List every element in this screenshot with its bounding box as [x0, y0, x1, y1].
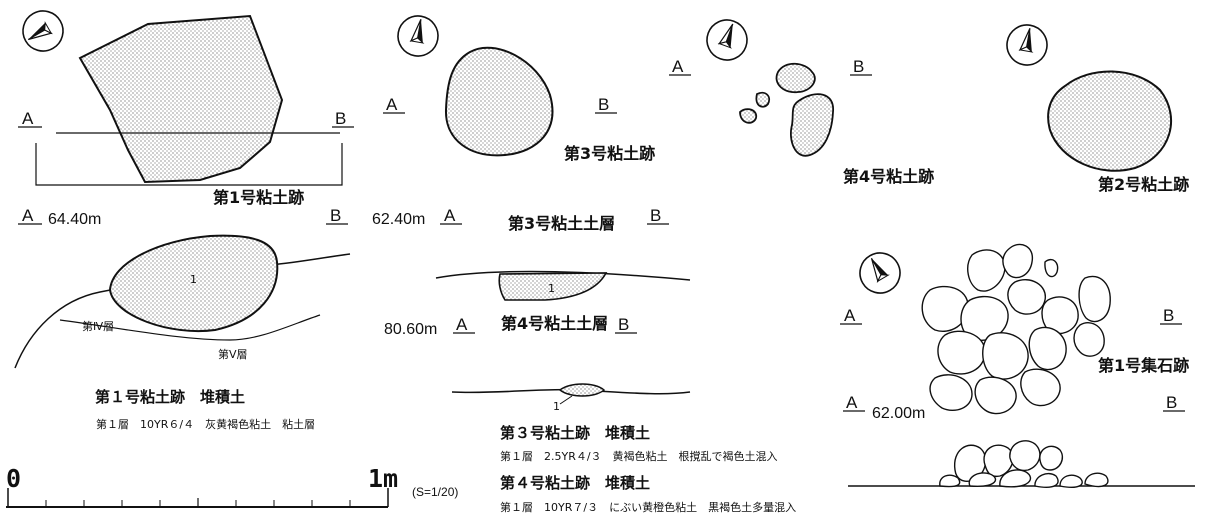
section-label-b: B	[618, 315, 630, 334]
stone-cluster-plan	[921, 243, 1111, 415]
clay-pit-2-plan	[1047, 70, 1173, 172]
section-label-b: B	[853, 57, 865, 76]
layer-name-v: 第Ⅴ層	[218, 348, 248, 361]
north-arrow-icon	[394, 12, 442, 60]
legend-title-clay-1: 第１号粘土跡 堆積土	[95, 388, 246, 406]
clay-pit-1-plan	[78, 14, 284, 184]
scale-bar	[6, 488, 389, 508]
north-arrow-icon	[14, 2, 72, 60]
legend-layer-clay-1: 第１層 10YR６/４ 灰黄褐色粘土 粘土層	[96, 418, 316, 431]
scale-ratio-label: (S=1/20)	[412, 485, 459, 499]
leader-line	[559, 395, 573, 405]
elevation-label: 64.40m	[48, 211, 102, 228]
layer-name-iv: 第Ⅳ層	[82, 320, 115, 333]
section-label-a: A	[22, 109, 34, 128]
section-label-b: B	[335, 109, 347, 128]
legend-layer-clay-4: 第１層 10YR７/３ にぶい黄橙色粘土 黒褐色土多量混入	[500, 501, 797, 514]
clay-pit-1-section	[108, 234, 279, 332]
clay-pit-3-plan	[444, 46, 554, 157]
elevation-label: 80.60m	[384, 321, 438, 338]
section-marker-underlines	[18, 74, 1185, 412]
elevation-label: 62.00m	[872, 405, 926, 422]
section-label-b: B	[1163, 306, 1175, 325]
north-arrow-icon	[700, 13, 754, 67]
layer-number: 1	[190, 273, 197, 286]
clay-pit-4-plan	[739, 62, 834, 157]
section-label-a: A	[844, 306, 856, 325]
scale-zero-label: 0	[6, 464, 22, 493]
section-label-a: A	[456, 315, 468, 334]
section-label-a: A	[672, 57, 684, 76]
feature-title-clay-1: 第1号粘土跡	[213, 188, 305, 207]
scale-one-meter-label: 1m	[368, 464, 399, 493]
legend-title-clay-3: 第３号粘土跡 堆積土	[500, 424, 651, 442]
section-title-clay-4: 第4号粘土土層	[501, 314, 609, 333]
north-arrow-icon	[1003, 21, 1051, 69]
section-label-b: B	[330, 206, 342, 225]
layer-boundary-1	[59, 314, 321, 341]
feature-title-clay-2: 第2号粘土跡	[1098, 175, 1190, 194]
feature-title-clay-4: 第4号粘土跡	[843, 167, 935, 186]
feature-title-clay-3: 第3号粘土跡	[564, 144, 656, 163]
section-label-a: A	[22, 206, 34, 225]
clay-pit-4-section	[558, 383, 606, 397]
section-label-b: B	[1166, 393, 1178, 412]
section-label-a: A	[444, 206, 456, 225]
clay-pit-3-section	[498, 272, 608, 301]
section-title-clay-3: 第3号粘土土層	[508, 214, 616, 233]
feature-title-stones-1: 第1号集石跡	[1098, 356, 1190, 375]
layer-number: 1	[553, 400, 560, 413]
section-label-b: B	[598, 95, 610, 114]
elevation-label: 62.40m	[372, 211, 426, 228]
legend-layer-clay-3: 第１層 2.5YR４/３ 黄褐色粘土 根撹乱で褐色土混入	[500, 450, 778, 463]
section-label-a: A	[846, 393, 858, 412]
north-arrow-icon	[851, 244, 909, 302]
ground-line-3	[435, 270, 691, 281]
legend-title-clay-4: 第４号粘土跡 堆積土	[500, 474, 651, 492]
section-label-a: A	[386, 95, 398, 114]
section-label-b: B	[650, 206, 662, 225]
stone-cluster-section	[939, 440, 1109, 488]
section-bracket-1	[35, 143, 343, 186]
layer-number: 1	[548, 282, 555, 295]
